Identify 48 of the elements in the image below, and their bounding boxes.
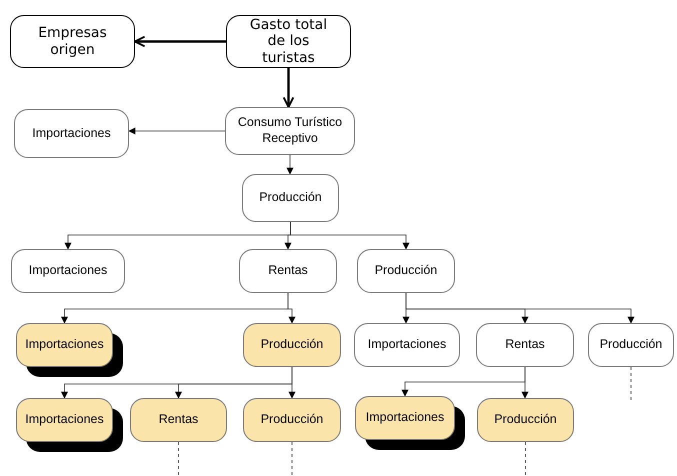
box-label: Producción [600,337,662,353]
process-box [588,323,674,367]
arrow [522,366,528,399]
arrow [288,366,296,399]
process-box [354,323,460,367]
dashed-line [630,366,632,402]
process-box [16,323,113,367]
box-label: Importaciones [28,263,108,279]
process-box [243,398,341,442]
process-box [130,398,227,442]
box-label: Importaciones [25,337,104,353]
box-label: Rentas [505,337,545,353]
box-label: Importaciones [25,412,104,428]
box-label: Importaciones [32,126,111,142]
box-label: Rentas [268,263,308,279]
process-box [357,249,455,293]
arrow [288,292,296,324]
arrow [286,154,294,175]
process-box [243,323,341,367]
dashed-line [525,442,526,476]
process-box [10,15,135,68]
box-label: Importaciones [368,337,446,353]
process-box [476,323,574,367]
arrow [282,68,294,108]
arrow [128,128,226,134]
process-box [225,107,355,155]
box-label: Producción [260,337,324,353]
process-box [11,249,125,293]
process-box [477,398,574,442]
arrow [406,292,634,324]
process-box [355,396,455,440]
dashed-line [178,442,179,476]
box-label: Rentas [158,412,198,428]
process-box [14,109,129,158]
box-label: Producción [374,263,438,279]
process-box [16,398,113,442]
process-box [239,249,337,293]
box-label: Producción [259,190,322,206]
box-label: Importaciones [366,410,444,426]
arrow [134,36,226,48]
arrow [290,222,410,250]
box-label: Producción [494,412,557,428]
process-box [226,15,351,68]
box-label: Consumo Turístico Receptivo [236,115,344,147]
box-label: Gasto total de los turistas [248,17,328,66]
box-label: Empresas origen [37,25,108,58]
process-box [242,174,339,222]
box-label: Producción [260,412,324,428]
